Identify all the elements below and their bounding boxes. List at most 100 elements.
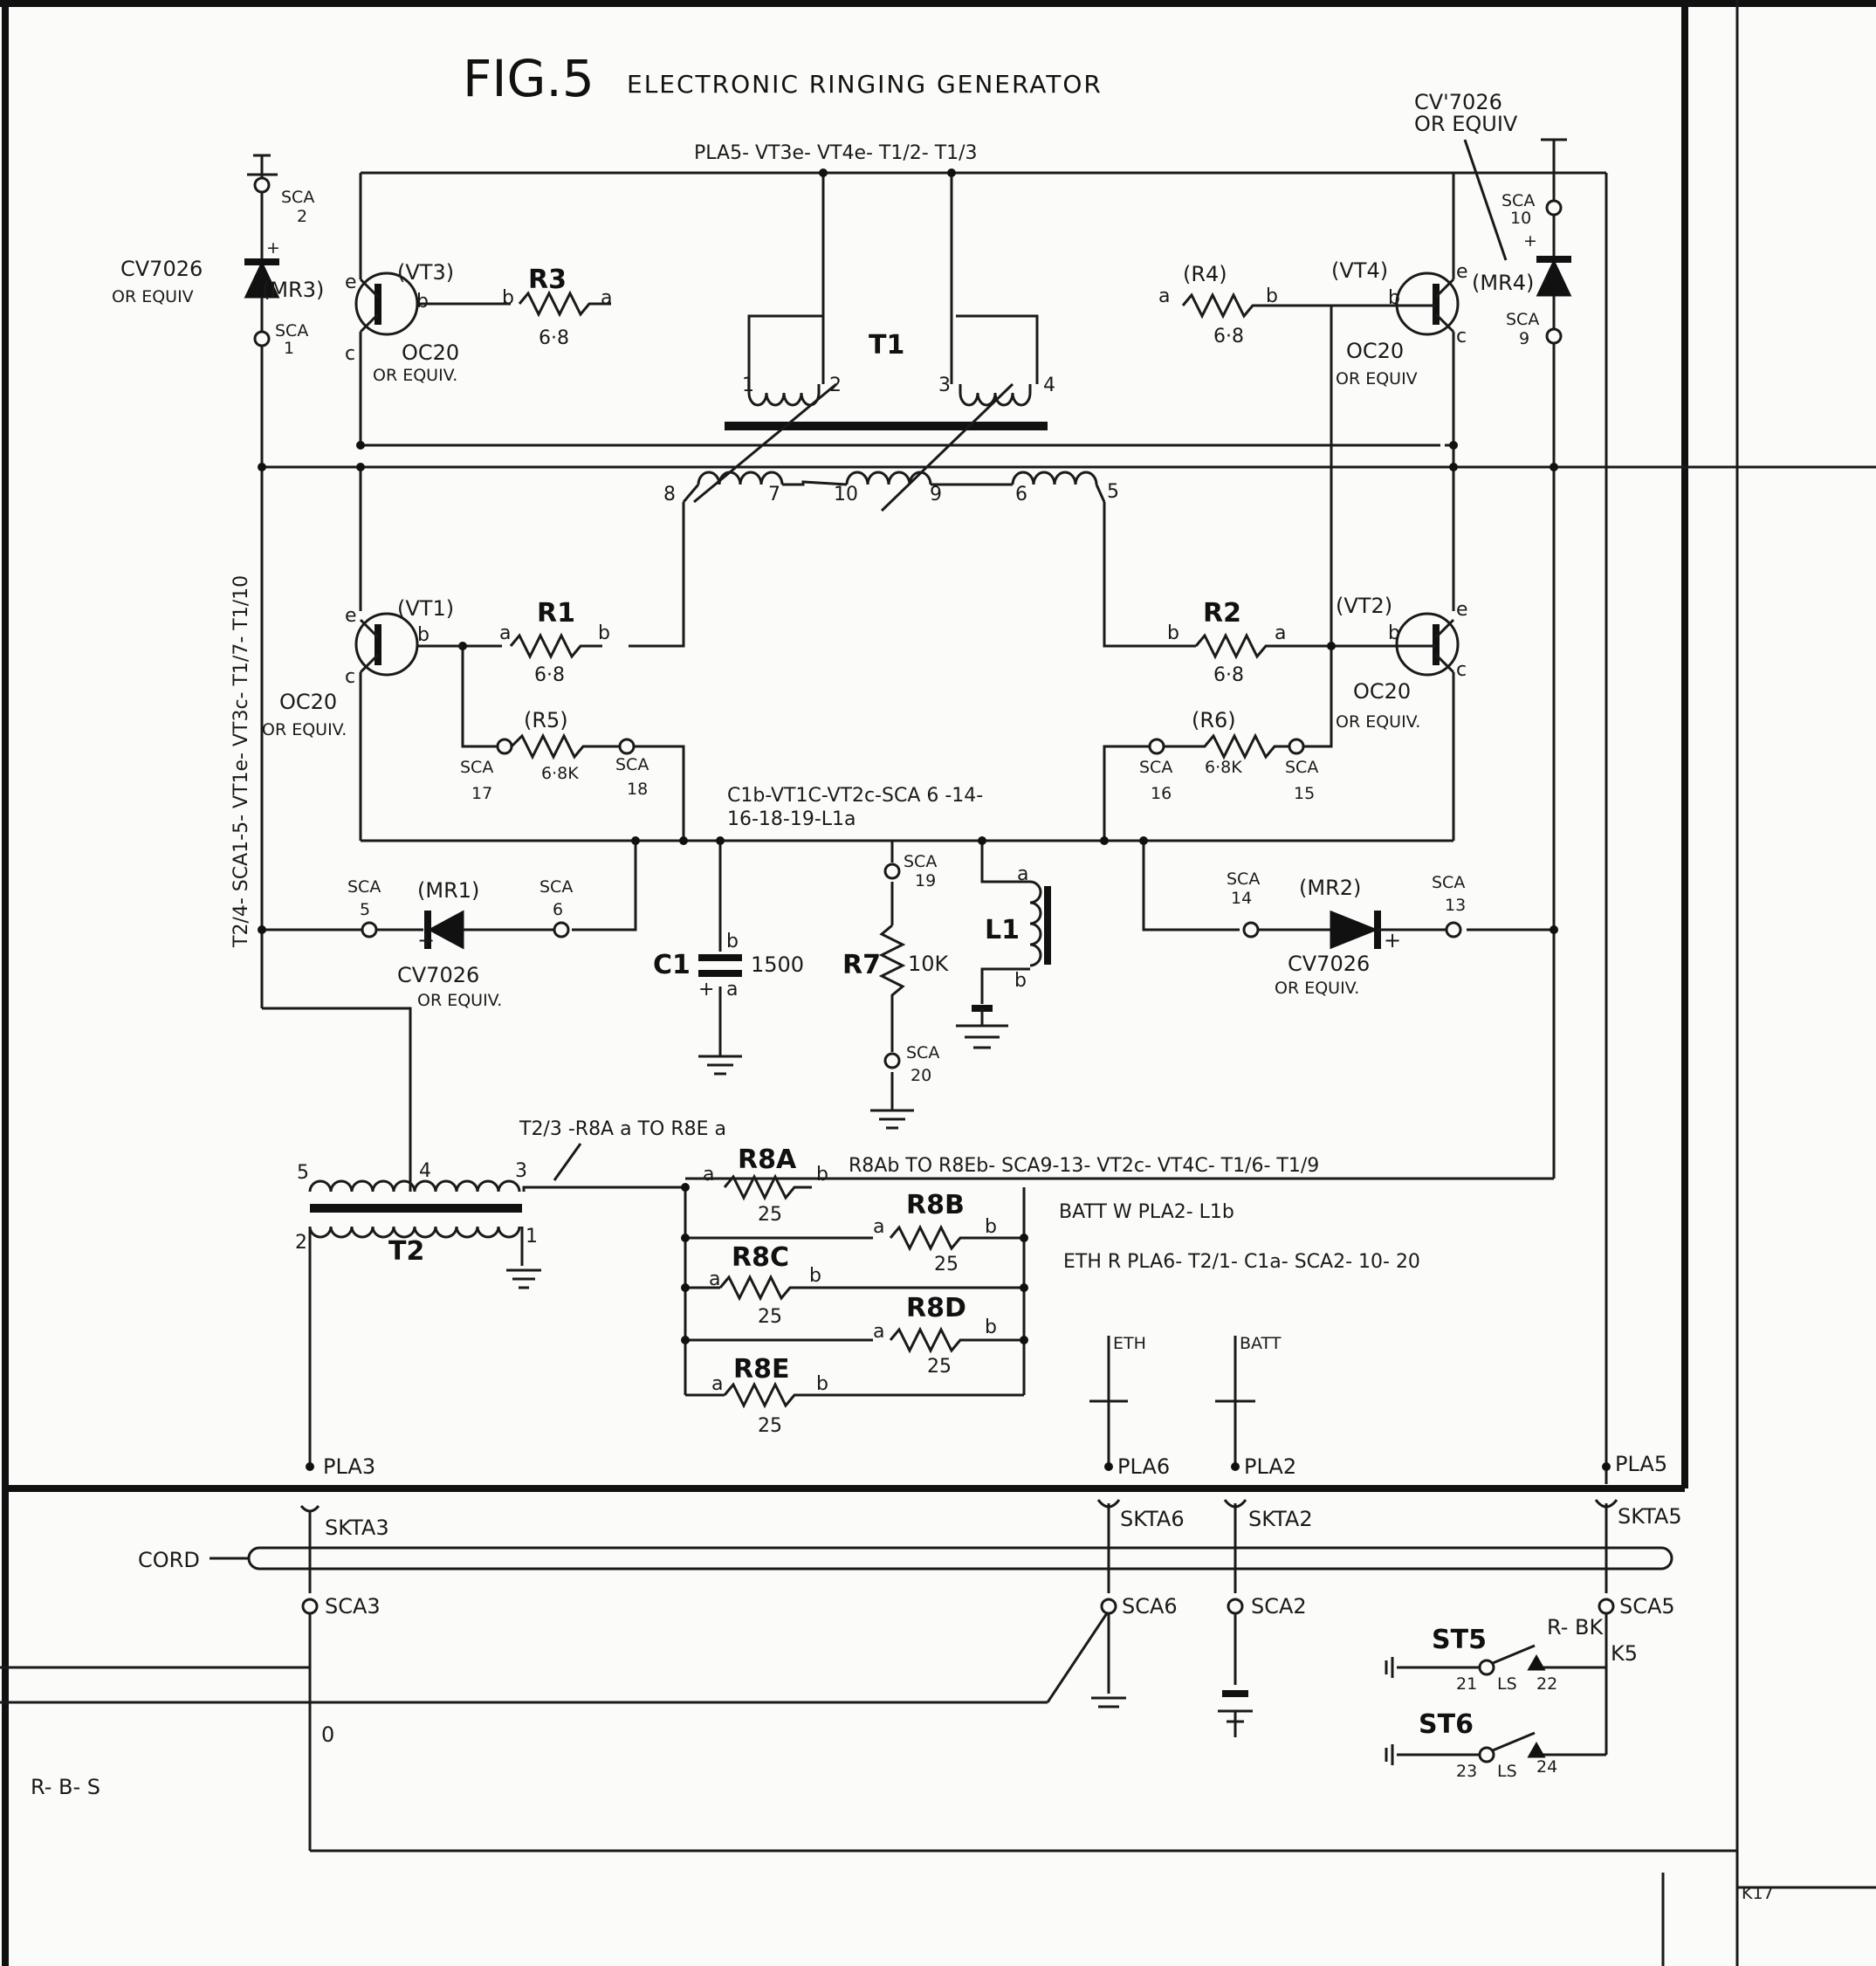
r2-b: b (1167, 622, 1179, 644)
k5-label: K5 (1611, 1641, 1638, 1666)
mr4-type: CV'7026 (1414, 90, 1502, 114)
r8e-a: a (711, 1373, 723, 1395)
r8d-a: a (873, 1321, 884, 1343)
pla2-label: PLA2 (1244, 1454, 1296, 1479)
resistor-r8a (723, 1173, 812, 1201)
l1-a: a (1017, 863, 1028, 885)
k17-label: K17 (1742, 1884, 1774, 1903)
vt3-type: OC20 (402, 340, 459, 365)
r8a-a: a (703, 1164, 714, 1186)
transistor-vt2 (1395, 612, 1460, 677)
c1-b: b (726, 931, 739, 952)
net-label-left: T2/4- SCA1-5- VT1e- VT3c- T1/7- T1/10 (230, 575, 252, 948)
resistor-r2 (1194, 632, 1309, 660)
l1-label: L1 (985, 915, 1020, 945)
net-label-eth: ETH R PLA6- T2/1- C1a- SCA2- 10- 20 (1063, 1251, 1420, 1273)
r8b-b: b (985, 1216, 997, 1238)
vt2-type: OC20 (1353, 679, 1411, 704)
sca5-number: 5 (360, 900, 370, 919)
diode-mr3 (244, 154, 280, 347)
sca14-number: 14 (1231, 889, 1252, 908)
diode-mr1 (361, 910, 570, 950)
r2-value: 6·8 (1213, 664, 1244, 686)
resistor-r8d (889, 1326, 969, 1354)
c1-value: 1500 (751, 952, 804, 977)
sca19-label: SCA (904, 852, 937, 871)
lower-terminals (301, 1598, 1615, 1763)
capacitor-c1 (698, 954, 742, 1076)
r8d-b: b (985, 1316, 997, 1338)
t2-pin3: 3 (515, 1160, 527, 1182)
resistor-r6 (1148, 732, 1305, 760)
t1-pin5: 5 (1107, 481, 1119, 503)
r8d-label: R8D (906, 1293, 966, 1323)
mr4-plus: + (1523, 231, 1537, 251)
mr4-equiv: OR EQUIV (1414, 112, 1518, 136)
r8a-b: b (816, 1164, 828, 1186)
vt3-equiv: OR EQUIV. (373, 366, 457, 385)
zero-label: 0 (321, 1722, 334, 1747)
t2-pin2: 2 (295, 1232, 307, 1254)
c1-label: C1 (653, 950, 691, 980)
t2-pin5: 5 (297, 1162, 309, 1184)
r8e-b: b (816, 1373, 828, 1395)
skta5-label: SKTA5 (1618, 1504, 1682, 1529)
sca1-number: 1 (284, 339, 294, 358)
r5-label: (R5) (524, 708, 568, 732)
t1-pin9: 9 (930, 484, 942, 505)
r8a-value: 25 (758, 1204, 782, 1226)
vt1-type: OC20 (279, 690, 337, 714)
r8b-value: 25 (934, 1254, 959, 1275)
vt2-equiv: OR EQUIV. (1336, 712, 1420, 732)
sca13-label: SCA (1432, 873, 1465, 892)
resistor-r8c (718, 1274, 821, 1302)
r4-a: a (1158, 285, 1170, 307)
eth-label: ETH (1113, 1334, 1146, 1353)
sca6-number: 6 (553, 900, 563, 919)
net-label-r8-bus: R8Ab TO R8Eb- SCA9-13- VT2c- VT4C- T1/6-… (849, 1155, 1319, 1177)
vt4-label: (VT4) (1331, 258, 1388, 283)
pla3-label: PLA3 (323, 1454, 375, 1479)
sca10-number: 10 (1510, 209, 1531, 228)
vt1-label: (VT1) (397, 596, 454, 621)
r4-label: (R4) (1183, 262, 1227, 286)
t1-pin3: 3 (938, 375, 951, 396)
pin24: 24 (1536, 1757, 1557, 1777)
mr3-type: CV7026 (120, 257, 203, 281)
r7-label: R7 (842, 950, 881, 980)
net-label-top: PLA5- VT3e- VT4e- T1/2- T1/3 (694, 142, 978, 164)
net-label-mid-1: C1b-VT1C-VT2c-SCA 6 -14- (727, 785, 983, 807)
resistor-r1 (509, 632, 602, 660)
mr2-equiv: OR EQUIV. (1275, 979, 1359, 998)
pin22: 22 (1536, 1674, 1557, 1694)
t1-pin2: 2 (829, 375, 842, 396)
mr2-plus: + (1384, 928, 1401, 952)
r1-label: R1 (537, 598, 575, 629)
sca16-number: 16 (1151, 784, 1172, 803)
figure-title: ELECTRONIC RINGING GENERATOR (627, 70, 1103, 99)
mr1-type: CV7026 (397, 963, 479, 987)
transistor-vt1 (354, 612, 463, 677)
ls-st5: LS (1497, 1674, 1517, 1694)
r8b-label: R8B (906, 1190, 965, 1220)
mr2-label: (MR2) (1299, 876, 1361, 900)
vt4-e: e (1456, 261, 1468, 283)
vt1-e: e (345, 605, 357, 627)
t1-pin4: 4 (1043, 375, 1055, 396)
r3-a: a (601, 287, 612, 309)
wires-upper (260, 140, 1876, 1484)
t2-pin1: 1 (526, 1226, 538, 1248)
diode-mr4 (1463, 138, 1572, 345)
mr1-equiv: OR EQUIV. (417, 991, 502, 1010)
inductor-l1 (956, 880, 1051, 1049)
sca18-number: 18 (627, 780, 648, 799)
sca2-number: 2 (297, 207, 307, 226)
r3-b: b (502, 287, 514, 309)
r2-label: R2 (1203, 598, 1241, 629)
r1-a: a (499, 622, 511, 644)
l1-b: b (1014, 970, 1027, 992)
resistor-r7 (870, 863, 914, 1130)
net-label-batt: BATT W PLA2- L1b (1059, 1201, 1234, 1223)
mr1-plus: + (417, 928, 435, 952)
